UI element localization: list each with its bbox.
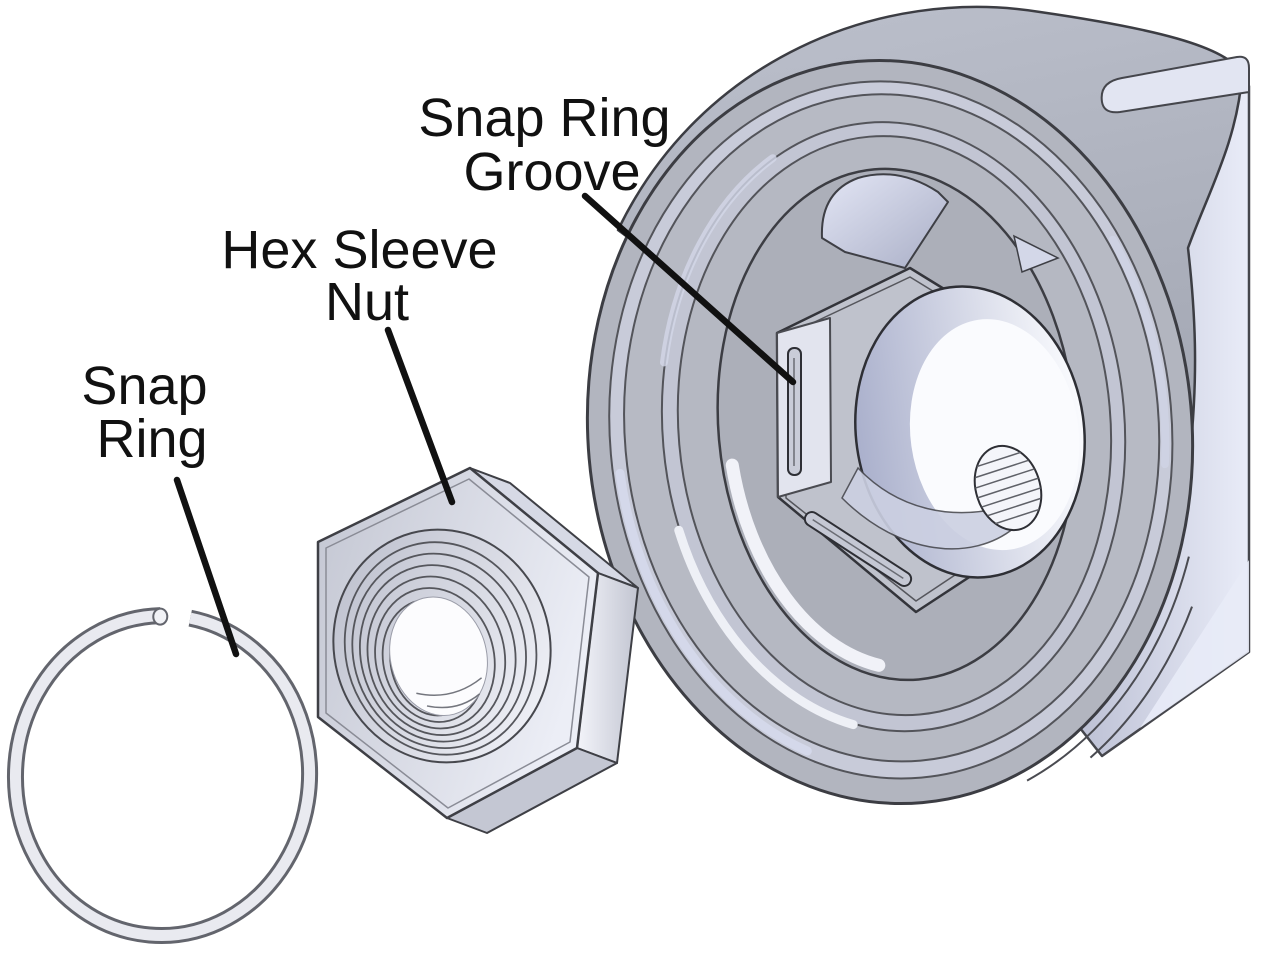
hole-bottom-thread-arc	[426, 693, 481, 709]
lower-groove-slot	[803, 511, 913, 587]
mounting-flange-corner-highlight	[1140, 560, 1249, 728]
side-hole-thread-hatching	[974, 451, 1042, 525]
snap-ring-body	[9, 610, 316, 941]
label-hex-sleeve-nut-line2: Nut	[325, 272, 409, 332]
groove-wall-face	[776, 317, 832, 498]
lower-slot-depth-line	[812, 518, 904, 580]
hex-sleeve-nut-part	[316, 466, 639, 834]
threaded-side-hole	[973, 444, 1043, 532]
flange-lip-tab	[1100, 55, 1250, 114]
leader-hex-sleeve-nut	[384, 326, 456, 506]
housing-part	[558, 5, 1251, 833]
ring-wedge	[1012, 234, 1060, 274]
label-snap-ring-line1: Snap	[81, 356, 207, 416]
leader-snap-ring-groove	[581, 192, 797, 386]
nut-threaded-hole	[332, 528, 552, 764]
label-snap-ring: Snap Ring	[81, 356, 222, 469]
sheen-lavender-right	[612, 84, 1170, 776]
snap-ring-part	[6, 607, 319, 944]
nut-front-chamfer-edge	[325, 478, 590, 809]
snap-ring-end-cap	[152, 607, 169, 626]
label-snap-ring-groove-line2: Groove	[463, 142, 640, 202]
label-snap-ring-line2: Ring	[96, 409, 207, 469]
label-snap-ring-groove: Snap Ring Groove	[418, 88, 685, 202]
inner-boss	[820, 173, 949, 269]
label-snap-ring-groove-line1: Snap Ring	[418, 88, 670, 148]
label-hex-sleeve-nut-line1: Hex Sleeve	[221, 220, 497, 280]
leader-snap-ring	[173, 476, 240, 658]
hole-bottom-thread-arc	[416, 677, 483, 696]
leader-lines	[173, 192, 797, 658]
hole-opening	[389, 596, 488, 717]
label-hex-sleeve-nut: Hex Sleeve Nut	[221, 220, 512, 332]
